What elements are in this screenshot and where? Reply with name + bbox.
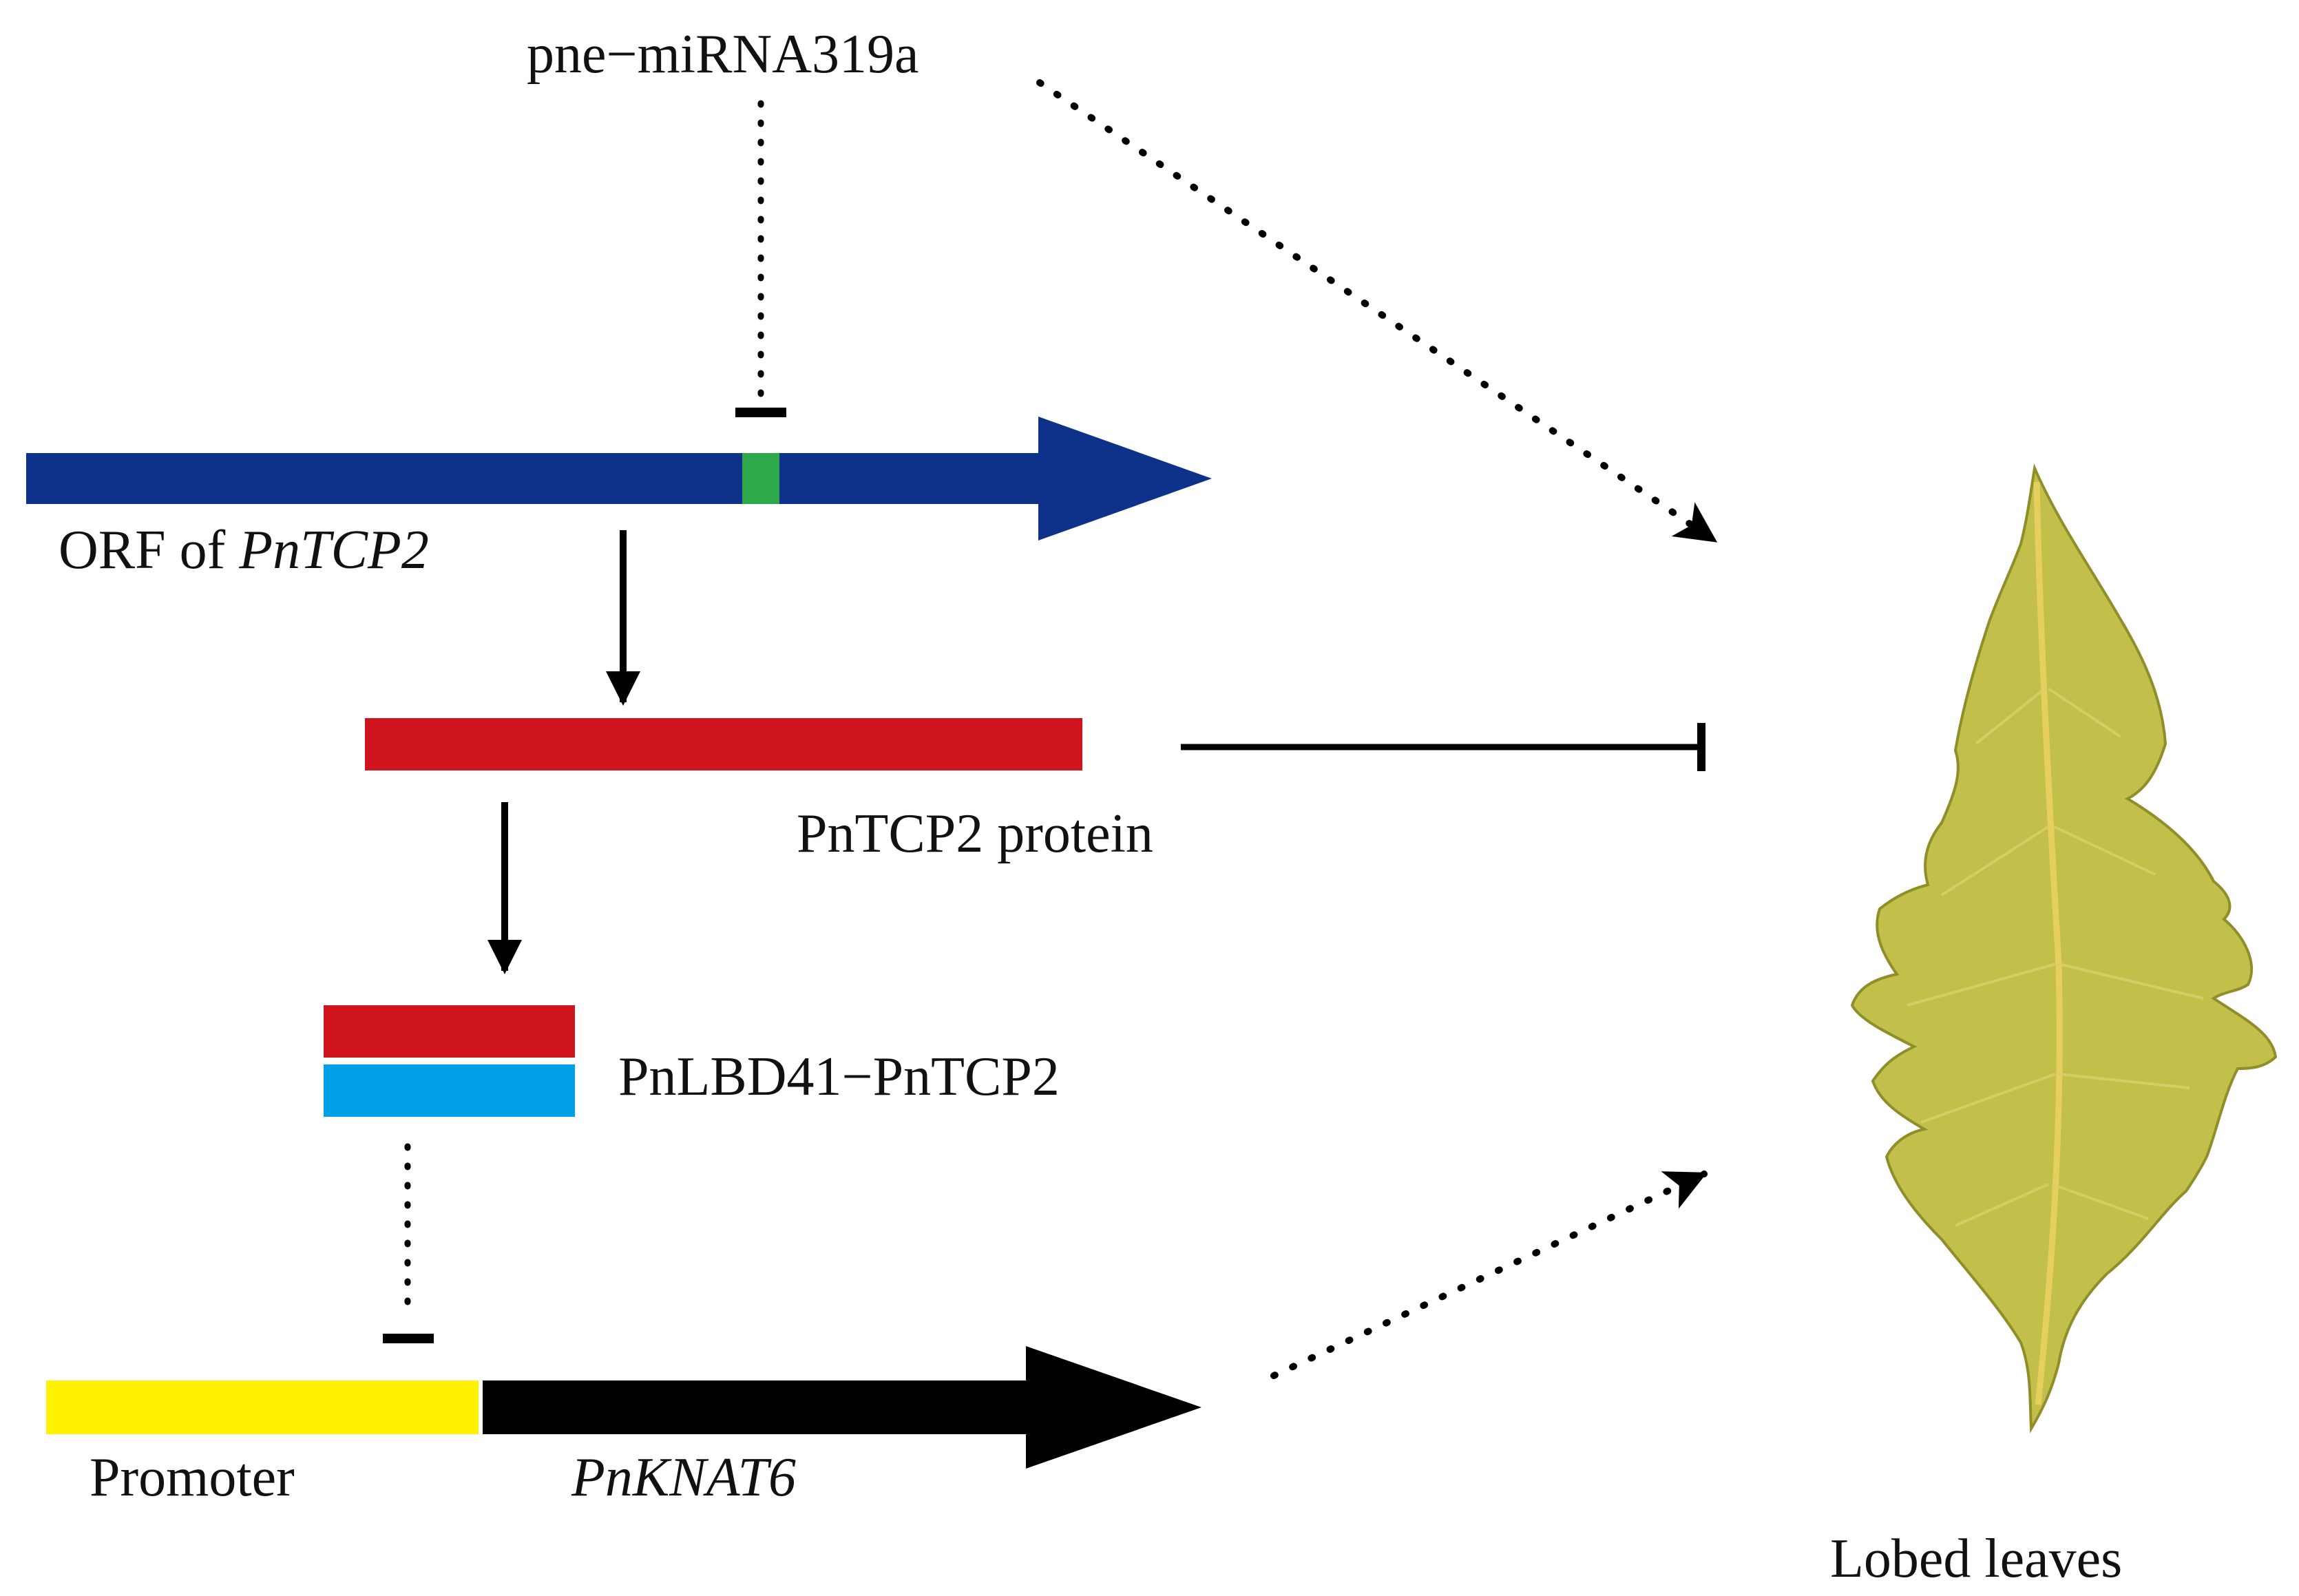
leaf-label: Lobed leaves — [1830, 1529, 2122, 1589]
mirna-target-site — [742, 453, 779, 504]
complex-tcp2-bar — [324, 1005, 575, 1058]
orf-gene-arrowhead — [1038, 417, 1212, 540]
knat6-gene-body — [483, 1380, 1033, 1434]
complex-label: PnLBD41−PnTCP2 — [618, 1047, 1060, 1107]
knat6-label: PnKNAT6 — [571, 1447, 796, 1508]
leaf-midrib — [2033, 481, 2063, 1405]
mirna-repression-bar — [735, 408, 786, 417]
orf-label-prefix: ORF of — [59, 520, 239, 580]
complex-repression-bar — [383, 1334, 434, 1343]
knat6-gene-arrowhead — [1026, 1346, 1201, 1469]
knat6-activation-dotted-line — [1270, 1170, 1708, 1379]
orf-label: ORF of PnTCP2 — [59, 520, 429, 580]
protein-repression-bar — [1697, 723, 1705, 771]
complex-lbd41-bar — [324, 1064, 575, 1117]
promoter-label: Promoter — [90, 1447, 295, 1508]
leaf-side-veins — [1907, 687, 2204, 1227]
orf-label-gene: PnTCP2 — [238, 520, 429, 580]
mirna-label: pne−miRNA319a — [527, 24, 919, 85]
promoter-region — [46, 1380, 479, 1434]
lobed-leaf-image — [1850, 463, 2278, 1434]
orf-gene-body — [26, 453, 1049, 504]
pntcp2-protein-bar — [365, 718, 1082, 770]
protein-label: PnTCP2 protein — [797, 804, 1153, 864]
mirna-activation-dotted-line — [1036, 79, 1718, 544]
leaf-blade — [1850, 463, 2278, 1434]
